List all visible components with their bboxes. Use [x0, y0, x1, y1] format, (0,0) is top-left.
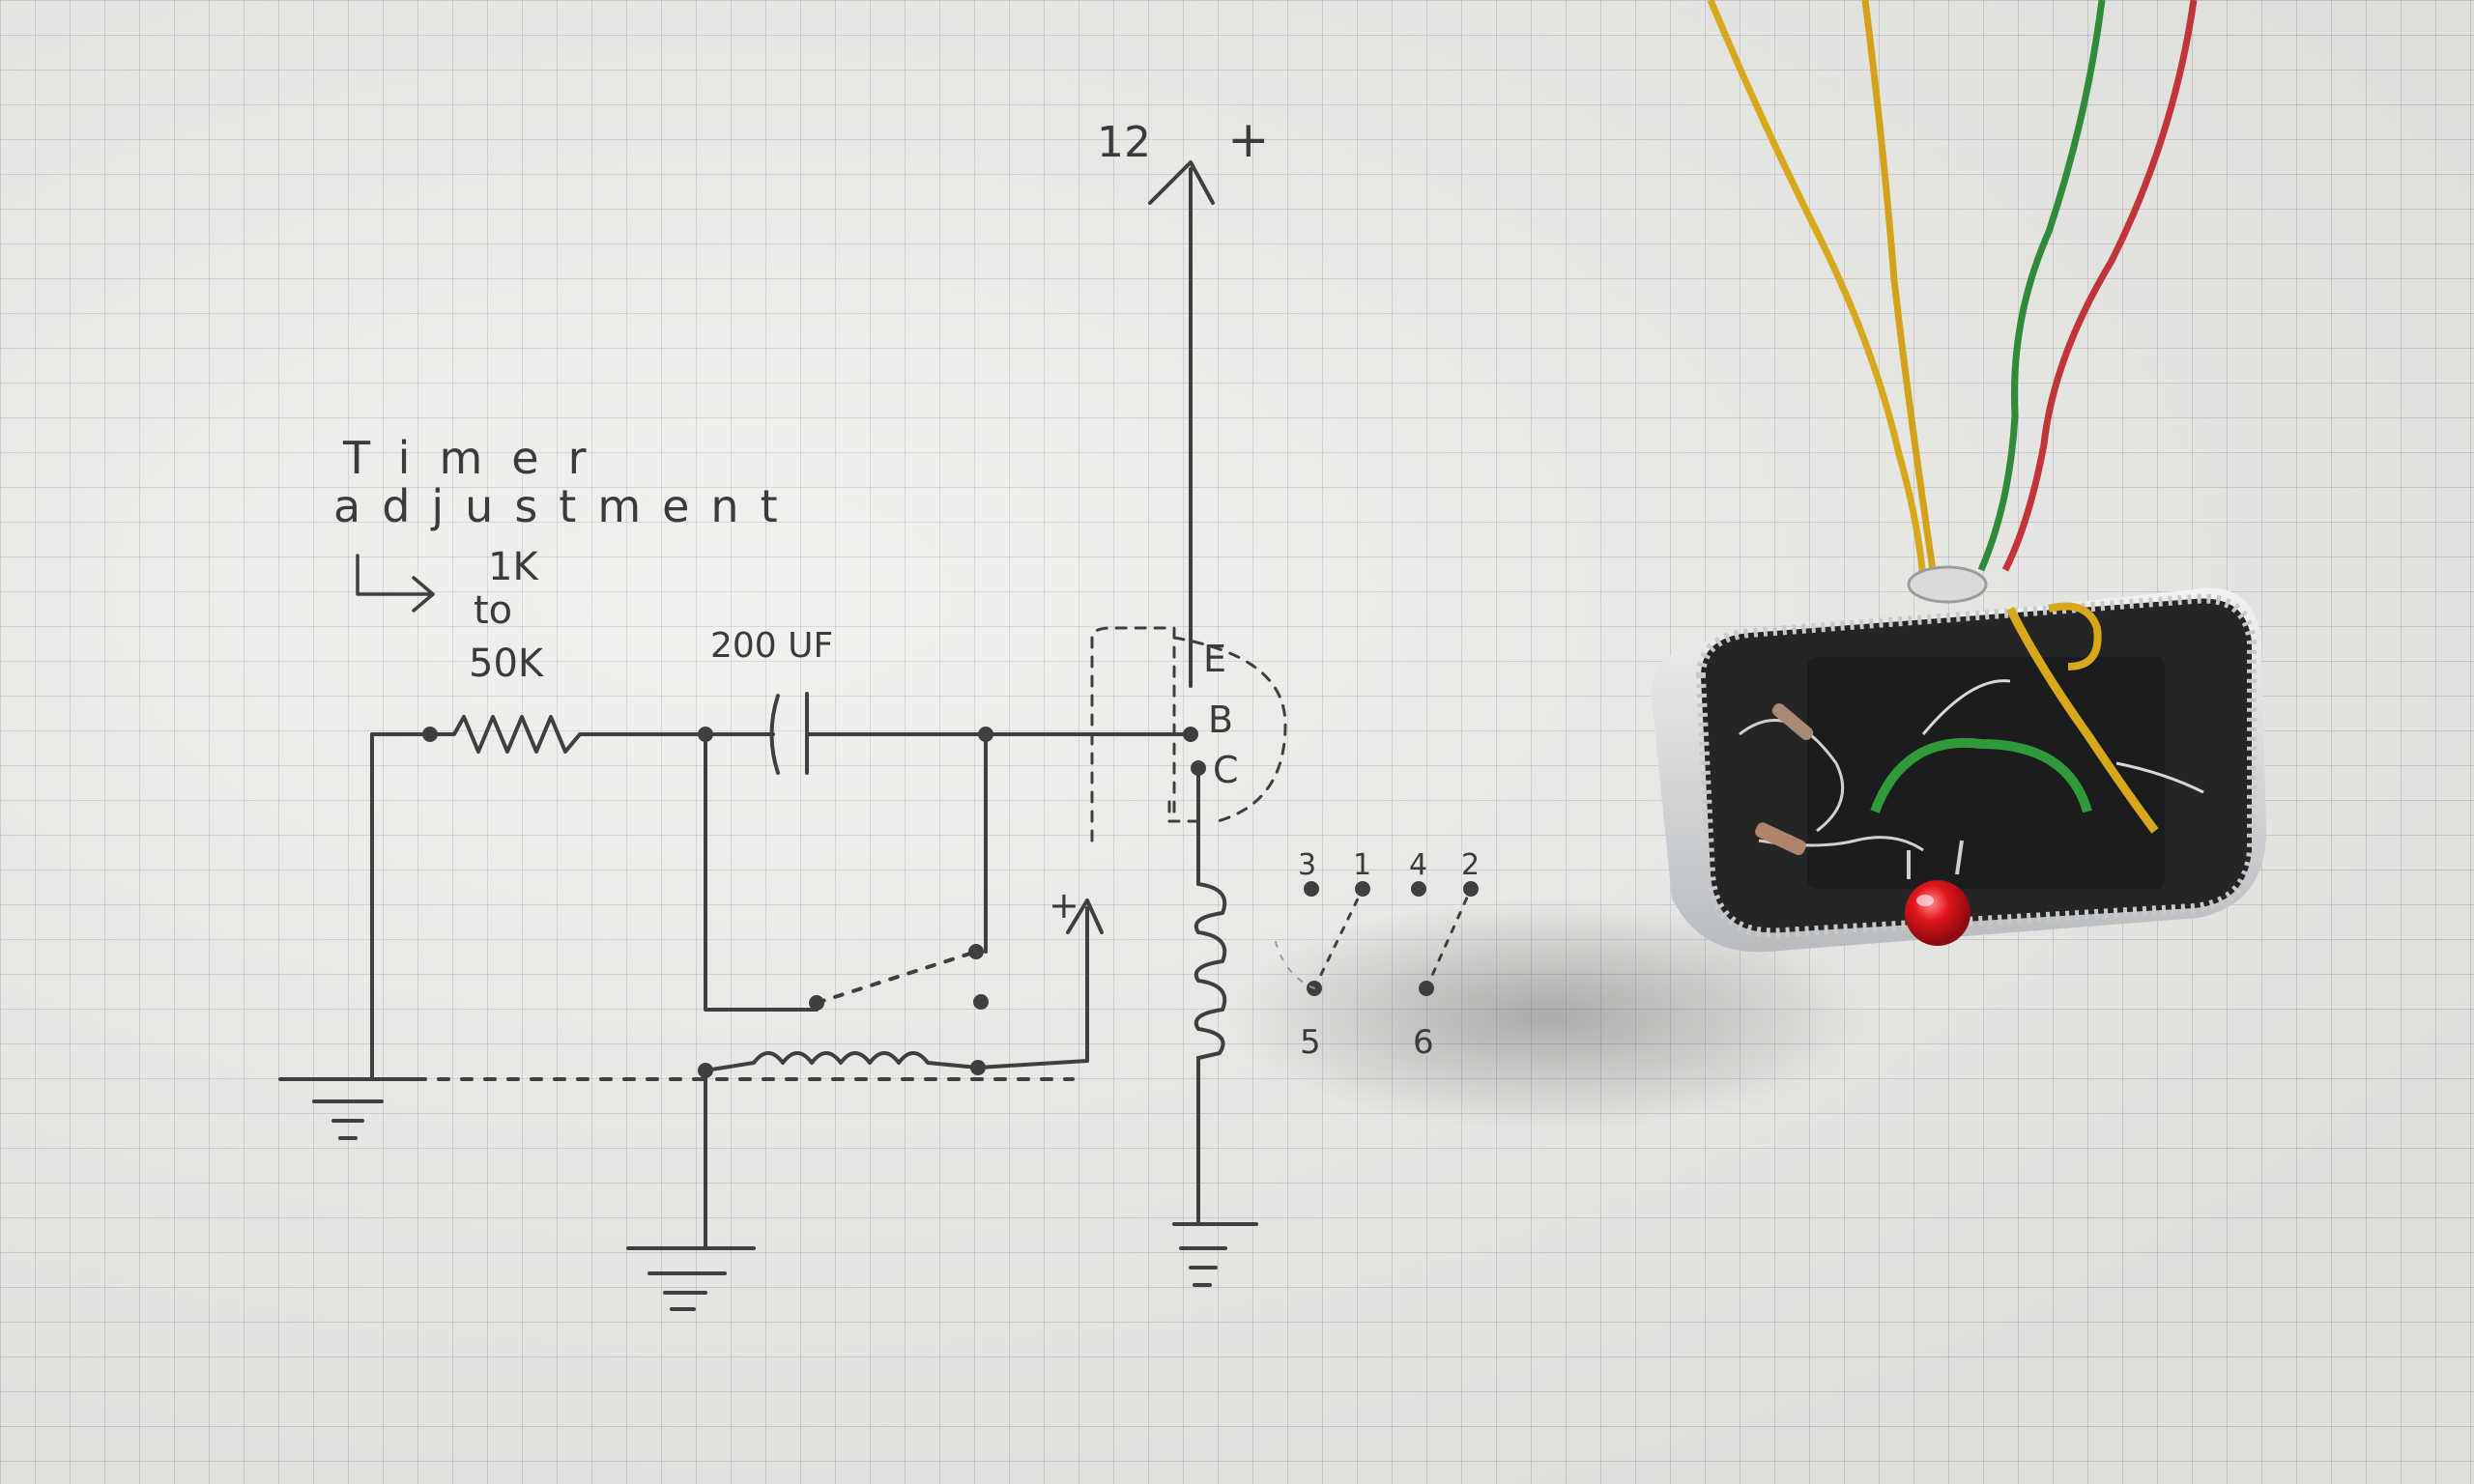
- ground-symbol-right: [1172, 1222, 1258, 1287]
- supply-plus-label: +: [1227, 111, 1270, 169]
- relay-pin-2: 2: [1461, 848, 1480, 882]
- red-led: [1905, 880, 1971, 946]
- supply-arrow: [1148, 160, 1215, 205]
- resistor-range-to: to: [474, 588, 512, 633]
- red-wire: [2001, 0, 2198, 572]
- ground-symbol-left: [278, 1077, 417, 1140]
- green-jumper-wire: [1870, 737, 2092, 813]
- resistor-symbol: [428, 715, 707, 754]
- module-shadow: [1227, 899, 1865, 1130]
- relay-pin-3: 3: [1298, 848, 1316, 882]
- transistor-pin-e: E: [1203, 638, 1226, 680]
- timer-title-line2: adjustment: [333, 480, 799, 532]
- wire-grommet: [1907, 565, 1988, 604]
- capacitor-label: 200 UF: [710, 626, 833, 666]
- relay-switch-blade: [815, 950, 978, 1005]
- yellow-wire-2: [1861, 0, 1937, 571]
- transistor-pin-c: C: [1213, 749, 1239, 791]
- capacitor-curved-plate: [769, 694, 780, 775]
- resistor-component: [1755, 822, 1806, 856]
- yellow-wire-1: [1707, 0, 1927, 581]
- yellow-internal-wire: [2005, 606, 2159, 834]
- relay-coil-vertical: [1194, 882, 1227, 1060]
- supply-voltage-label: 12: [1097, 118, 1151, 167]
- ground-symbol-middle: [626, 1246, 756, 1311]
- resistor-range-max: 50K: [469, 642, 545, 686]
- transistor-pin-b: B: [1208, 699, 1233, 741]
- relay-pin-1: 1: [1353, 848, 1371, 882]
- coil-plus-arrow: [1066, 899, 1104, 934]
- green-wire: [1977, 0, 2106, 572]
- timer-title-line1: Timer: [342, 432, 616, 484]
- relay-coil-horizontal: [704, 1051, 980, 1072]
- adjustment-arrow: [356, 554, 435, 613]
- coil-plus-label: +: [1049, 884, 1079, 927]
- resistor-range-min: 1K: [488, 545, 539, 589]
- relay-pin-4: 4: [1409, 848, 1427, 882]
